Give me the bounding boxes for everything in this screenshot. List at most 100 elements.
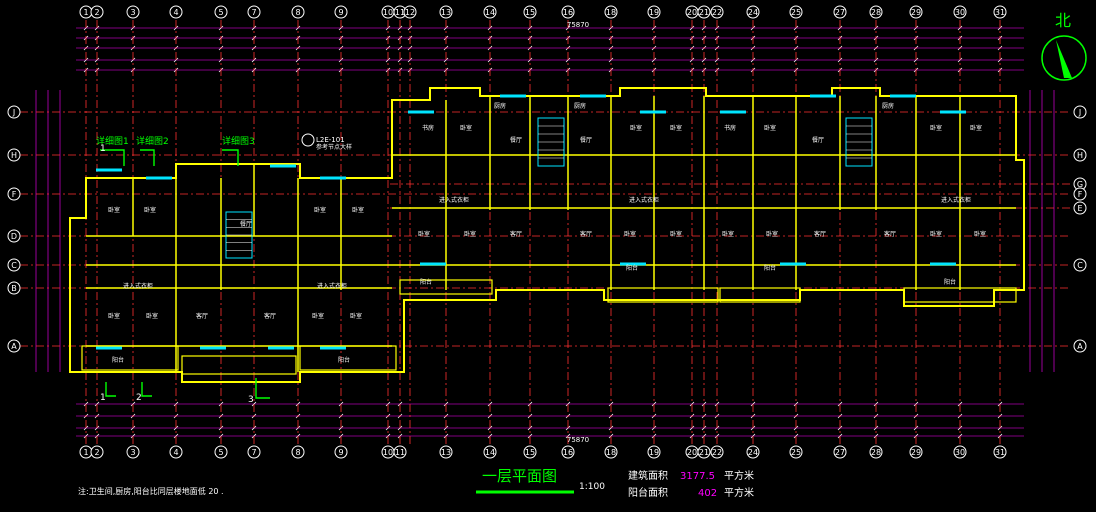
dimension-tick [957,425,963,431]
axis-bubble-top-label: 16 [563,8,573,17]
dimension-tick [837,57,843,63]
room-label: 阳台 [626,264,638,272]
axis-bubble-bottom-circle [789,445,803,459]
window [420,262,446,266]
dimension-tick [997,57,1003,63]
room-label: 书房 [724,124,736,132]
balcony [399,279,493,295]
room-label: 阳台 [112,356,124,364]
window [580,94,606,98]
axis-bubble-top-circle [523,5,537,19]
axis-bubble-top-circle [647,5,661,19]
dimension-tick [251,57,257,63]
section-marks: 1 1 2 3 [100,144,270,405]
axis-bubble-top-circle [746,5,760,19]
axis-bubble-bottom-circle [483,445,497,459]
window [146,176,172,180]
area-stats: 建筑面积 3177.5 平方米 阳台面积 402 平方米 [628,469,754,499]
axis-bubble-top-label: 12 [405,8,415,17]
room-label: 厨房 [882,102,894,110]
dimension-tick [527,57,533,63]
drawing-title: 一层平面图 [482,467,557,485]
axis-bubble-right-circle [1073,187,1087,201]
building-area-value: 3177.5 [680,471,715,482]
axis-bubble-top-label: 10 [383,8,393,17]
axis-bubble-right-circle [1073,148,1087,162]
room-label: 卧室 [350,312,362,320]
room-label: 客厅 [814,230,826,238]
axis-bubble-top-label: 4 [173,8,178,17]
window [890,94,916,98]
room-label: 卧室 [146,312,158,320]
axis-bubble-left-circle [7,187,21,201]
axis-bubble-bottom-circle [523,445,537,459]
dimension-tick [689,57,695,63]
window [620,262,646,266]
dimension-tick [714,57,720,63]
axis-bubble-right-label: H [1077,151,1083,160]
axis-bubble-top-circle [126,5,140,19]
axis-bubble-left-label: F [12,190,17,199]
axis-bubble-top-label: 11 [395,8,405,17]
axis-bubble-bottom-label: 1 [83,448,88,457]
axis-bubble-left-label: J [12,108,15,117]
axis-bubble-right-label: C [1077,261,1083,270]
detail-callouts: 详细图1 详细图2 详细图3 L2E-101 参考节点大样 [96,133,352,166]
axis-bubble-top-circle [90,5,104,19]
room-label: 进入式衣柜 [123,282,153,290]
room-label: 卧室 [418,230,430,238]
axis-bubble-left-circle [7,339,21,353]
dimension-tick [130,57,136,63]
axis-bubble-bottom-label: 11 [395,448,405,457]
axis-bubble-bottom-circle [393,445,407,459]
dimension-lines [35,25,1055,439]
room-label: 卧室 [108,312,120,320]
axis-bubble-top-label: 21 [699,8,709,17]
balcony [903,287,1017,303]
balcony [81,345,179,371]
room-labels: 卧室卧室卧室卧室客厅客厅卧室卧室卧室卧室餐厅进入式衣柜进入式衣柜阳台阳台书房卧室… [108,102,986,364]
axis-bubble-bottom-circle [90,445,104,459]
dimension-tick [793,425,799,431]
dimension-tick [385,57,391,63]
axis-bubble-top-label: 5 [218,8,223,17]
room-label: 卧室 [630,124,642,132]
axis-bubble-top-circle [869,5,883,19]
room-label: 卧室 [670,230,682,238]
axis-bubble-bottom-label: 20 [687,448,697,457]
axis-bubble-left-circle [7,281,21,295]
room-label: 卧室 [624,230,636,238]
axis-bubble-bottom-label: 22 [712,448,722,457]
axis-bubble-top-label: 7 [251,8,256,17]
axis-bubble-bottom-circle [247,445,261,459]
detail-callout-2: 详细图2 [136,135,169,147]
axis-bubble-top-circle [214,5,228,19]
dimension-tick [83,57,89,63]
axis-bubble-bottom-label: 31 [995,448,1005,457]
room-label: 书房 [422,124,434,132]
section-mark-3: 3 [248,395,254,405]
dimension-tick [565,425,571,431]
axis-bubble-top-label: 14 [485,8,495,17]
axis-bubble-bottom-circle [833,445,847,459]
axis-bubble-bottom-label: 21 [699,448,709,457]
room-label: 客厅 [510,230,522,238]
detail-callout-1: 详细图1 [96,135,129,147]
balcony [719,287,801,303]
dimension-tick [397,425,403,431]
axis-bubble-bottom-circle [869,445,883,459]
axis-bubble-top-circle [439,5,453,19]
axis-bubble-top-label: 24 [748,8,758,17]
compass-circle [1041,35,1087,81]
floor-note: 注:卫生间,厨房,阳台比同层楼地面低 20 . [78,486,224,496]
axis-bubble-top-label: 19 [649,8,659,17]
balcony-area-unit: 平方米 [724,486,754,499]
window [200,346,226,350]
window [96,346,122,350]
axis-bubble-top-label: 18 [606,8,616,17]
axis-bubble-top-circle [169,5,183,19]
axis-bubble-left-label: A [11,342,17,351]
axis-bubble-top-label: 30 [955,8,965,17]
axis-bubble-top-label: 31 [995,8,1005,17]
overall-dimension-top: 75870 [567,21,589,29]
